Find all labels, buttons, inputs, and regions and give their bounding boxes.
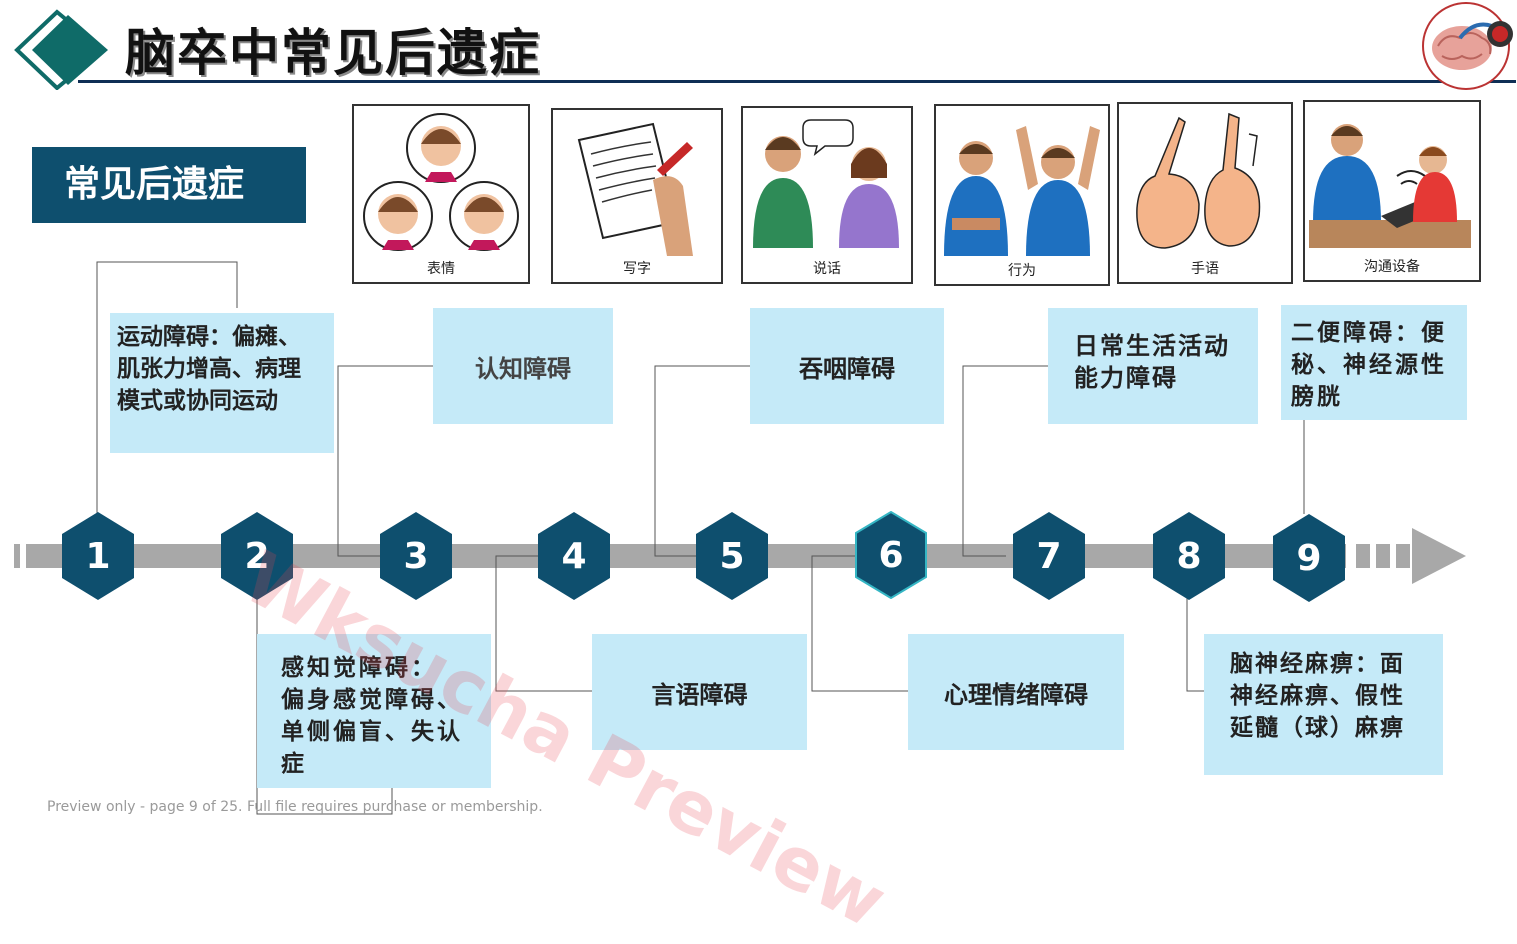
box-line: 认知障碍 <box>475 354 571 383</box>
box-line: 二便障碍：便 <box>1291 320 1447 346</box>
step-number: 5 <box>719 535 745 577</box>
sequela-box-swallowing: 吞咽障碍 <box>750 308 944 424</box>
sequela-box-motor: 运动障碍：偏瘫、 肌张力增高、病理 模式或协同运动 <box>110 313 334 453</box>
timeline-step-3: 3 <box>380 512 452 600</box>
step-number: 1 <box>85 535 111 577</box>
connector-8 <box>1186 598 1204 692</box>
picture-card-device: 沟通设备 <box>1303 100 1481 282</box>
picture-card-sign-language: 手语 <box>1117 102 1293 284</box>
writing-hand-icon <box>577 122 693 256</box>
picture-card-writing: 写字 <box>551 108 723 284</box>
step-number: 8 <box>1176 535 1202 577</box>
box-line: 能力障碍 <box>1074 364 1178 392</box>
timeline-step-1: 1 <box>62 512 134 600</box>
box-line: 模式或协同运动 <box>117 388 278 414</box>
box-line: 言语障碍 <box>651 680 748 709</box>
box-line: 肌张力增高、病理 <box>117 356 301 382</box>
people-talking-icon <box>753 119 899 248</box>
timeline-step-2: 2 <box>221 512 293 600</box>
box-line: 脑神经麻痹：面 <box>1230 651 1405 677</box>
box-line: 心理情绪障碍 <box>944 680 1088 709</box>
sign-language-hands-icon <box>1136 112 1261 249</box>
picture-card-caption: 表情 <box>427 261 455 277</box>
timeline-step-8: 8 <box>1153 512 1225 600</box>
picture-card-caption: 行为 <box>1008 263 1036 279</box>
step-number: 6 <box>878 534 904 576</box>
timeline-step-6: 6 <box>855 510 927 600</box>
sequela-box-sensory: 感知觉障碍： 偏身感觉障碍、 单侧偏盲、失认 症 <box>257 634 491 788</box>
timeline-arrowhead <box>1412 528 1466 584</box>
sequela-box-bladder-bowel: 二便障碍：便 秘、神经源性 膀胱 <box>1281 305 1467 420</box>
connector-3 <box>337 365 433 557</box>
sequela-box-cranial-nerve: 脑神经麻痹：面 神经麻痹、假性 延髓（球）麻痹 <box>1204 634 1443 775</box>
connector-1 <box>96 261 238 520</box>
timeline-step-5: 5 <box>696 512 768 600</box>
step-number: 7 <box>1036 535 1062 577</box>
connector-6 <box>811 555 908 692</box>
picture-card-talking: 说话 <box>741 106 913 284</box>
box-line: 感知觉障碍： <box>281 655 437 681</box>
title-underline <box>78 80 1516 83</box>
box-line: 症 <box>281 751 307 777</box>
box-line: 膀胱 <box>1291 384 1343 410</box>
picture-card-caption: 说话 <box>813 261 841 277</box>
connector-4 <box>495 555 592 692</box>
box-line: 单侧偏盲、失认 <box>281 719 463 745</box>
box-line: 日常生活活动 <box>1074 332 1230 360</box>
sequela-box-speech: 言语障碍 <box>592 634 807 750</box>
timeline-step-4: 4 <box>538 512 610 600</box>
box-line: 偏身感觉障碍、 <box>281 687 463 713</box>
connector-5 <box>654 365 750 557</box>
step-number: 9 <box>1296 537 1322 579</box>
communication-device-icon <box>1309 124 1471 248</box>
section-label: 常见后遗症 <box>32 147 306 223</box>
box-line: 吞咽障碍 <box>799 354 895 383</box>
picture-card-expression: 表情 <box>352 104 530 284</box>
step-number: 2 <box>244 535 270 577</box>
box-line: 延髓（球）麻痹 <box>1230 715 1405 741</box>
sequela-box-psychological: 心理情绪障碍 <box>908 634 1124 750</box>
box-line: 运动障碍：偏瘫、 <box>117 324 301 350</box>
step-number: 3 <box>403 535 429 577</box>
page-title: 脑卒中常见后遗症 <box>125 24 541 82</box>
picture-card-caption: 写字 <box>623 261 651 277</box>
brain-logo-icon <box>1422 2 1513 90</box>
sequela-box-adl: 日常生活活动 能力障碍 <box>1048 308 1258 424</box>
box-line: 秘、神经源性 <box>1291 352 1447 378</box>
picture-card-behavior: 行为 <box>934 104 1110 286</box>
title-diamond-logo <box>14 9 108 90</box>
connector-7 <box>962 365 1048 557</box>
timeline-step-7: 7 <box>1013 512 1085 600</box>
timeline-dashes <box>14 544 1410 568</box>
box-line: 神经麻痹、假性 <box>1230 683 1405 709</box>
picture-card-caption: 沟通设备 <box>1364 259 1420 275</box>
picture-card-caption: 手语 <box>1191 261 1219 277</box>
behavior-people-icon <box>944 126 1100 256</box>
timeline-step-9: 9 <box>1273 514 1345 602</box>
sequela-box-cognitive: 认知障碍 <box>433 308 613 424</box>
step-number: 4 <box>561 535 587 577</box>
faces-expression-icon <box>363 113 519 251</box>
preview-footer: Preview only - page 9 of 25. Full file r… <box>47 799 543 815</box>
